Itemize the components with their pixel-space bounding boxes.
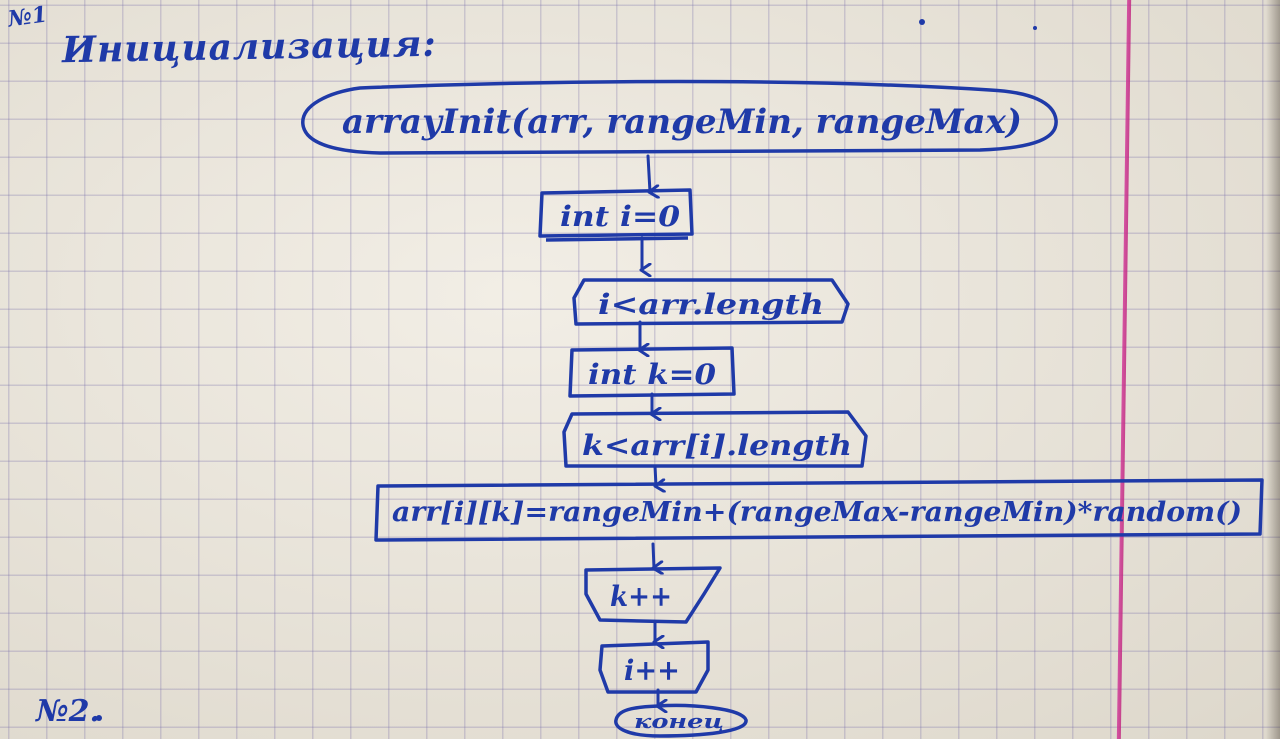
- cond-k-label: k<arr[i].length: [582, 429, 852, 462]
- flow-connectors: [640, 154, 658, 706]
- start-terminator-shape: [301, 79, 1058, 155]
- k-increment-label: k++: [610, 580, 672, 613]
- end-terminator-label: конец: [634, 709, 724, 733]
- connector-assign-to-k-incr: [651, 542, 654, 568]
- assign-process-shape: [374, 478, 1264, 542]
- init-i-underline: [545, 236, 689, 242]
- cond-i-loop-shape: [572, 278, 850, 326]
- start-terminator-label: arrayInit(arr, rangeMin, rangeMax): [342, 102, 1022, 142]
- init-i-process-shape: [538, 188, 694, 238]
- i-increment-label: i++: [624, 654, 680, 687]
- init-k-label: int k=0: [588, 358, 717, 391]
- stray-ink-dots: [96, 19, 1037, 721]
- ink-dot: [1033, 26, 1037, 30]
- i-increment-loop-end-shape: [598, 640, 710, 694]
- assign-label: arr[i][k]=rangeMin+(rangeMax-rangeMin)*r…: [392, 497, 1242, 528]
- ink-dot: [919, 19, 925, 25]
- connector-start-to-init-i: [646, 154, 650, 192]
- page-edge-shadow: [1266, 0, 1280, 739]
- cond-k-loop-shape: [562, 410, 868, 468]
- init-i-label: int i=0: [560, 200, 681, 233]
- cond-i-label: i<arr.length: [598, 288, 824, 321]
- init-k-process-shape: [568, 346, 736, 398]
- next-problem-label: №2.: [36, 694, 100, 729]
- k-increment-loop-end-shape: [584, 566, 722, 624]
- ink-dot: [96, 715, 102, 721]
- end-terminator-shape: [614, 703, 748, 738]
